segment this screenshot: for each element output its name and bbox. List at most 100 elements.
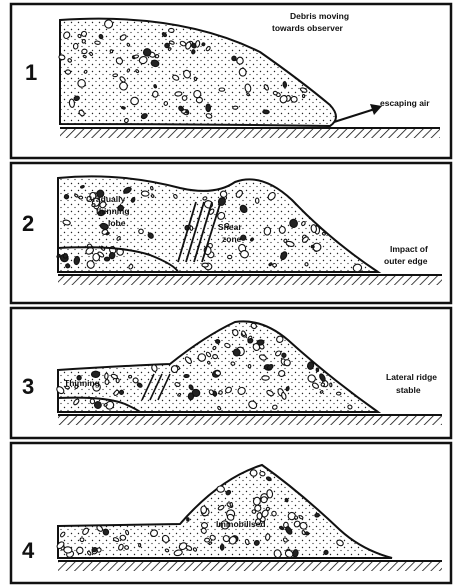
clast <box>239 68 247 77</box>
clast <box>228 255 232 259</box>
clast <box>336 392 340 395</box>
panel-2-ground <box>58 275 442 285</box>
clast <box>184 374 189 377</box>
clast <box>90 399 95 405</box>
clast <box>283 82 287 88</box>
panel-4-label-immobilised: Immobilised <box>216 519 266 529</box>
clast <box>265 534 270 541</box>
clast <box>121 106 125 109</box>
clast <box>202 42 206 46</box>
clast <box>266 489 273 498</box>
panel-3-number: 3 <box>22 374 34 399</box>
panel-1-number: 1 <box>25 60 37 85</box>
clast <box>63 253 68 259</box>
clast <box>104 257 109 261</box>
clast <box>252 509 257 514</box>
clast <box>237 57 243 64</box>
clast <box>110 50 113 53</box>
clast <box>215 339 220 344</box>
clast <box>202 263 208 267</box>
panel-4-ground <box>58 561 442 571</box>
clast <box>311 224 317 232</box>
panel-1-ground <box>60 128 440 138</box>
clast <box>191 49 195 54</box>
clast <box>188 393 193 400</box>
clast <box>248 364 251 368</box>
clast <box>64 194 69 199</box>
clast <box>291 96 297 102</box>
clast <box>194 77 197 81</box>
clast <box>105 379 110 384</box>
clast <box>73 43 78 49</box>
clast <box>206 104 211 112</box>
panel-3-ground <box>58 415 442 425</box>
clast <box>65 263 70 268</box>
clast <box>205 538 210 542</box>
clast <box>263 110 270 114</box>
clast <box>231 361 236 365</box>
panel-1-label-escaping-air: escaping air <box>380 98 430 108</box>
panel-4: 4 Immobilised <box>11 443 451 583</box>
clast <box>95 41 101 45</box>
clast <box>219 88 225 91</box>
clast <box>246 93 249 96</box>
clast <box>279 226 286 233</box>
clast <box>103 529 109 535</box>
clast <box>315 513 320 517</box>
panel-3-label-thinning: Thinning <box>64 378 100 388</box>
clast <box>164 101 168 105</box>
clast <box>233 106 238 109</box>
clast <box>311 245 315 249</box>
clast <box>139 544 141 547</box>
clast <box>212 354 218 359</box>
clast <box>171 365 179 373</box>
clast <box>187 518 190 522</box>
clast <box>220 544 224 550</box>
panel-2-number: 2 <box>22 211 34 236</box>
panel-2: 2 Gradually thinning lobe Shear zone Imp… <box>11 163 451 303</box>
clast <box>262 376 269 380</box>
clast <box>321 382 325 386</box>
clast <box>185 110 188 114</box>
clast <box>304 262 308 266</box>
clast <box>152 91 158 98</box>
clast <box>273 91 278 96</box>
clast <box>94 401 102 409</box>
clast <box>80 537 85 542</box>
clast <box>113 74 118 77</box>
clast <box>150 186 153 190</box>
clast <box>104 373 108 379</box>
clast <box>255 198 259 203</box>
clast <box>79 196 83 199</box>
panel-3: 3 Thinning Lateral ridge stable <box>11 308 451 438</box>
clast <box>233 349 240 356</box>
clast <box>322 232 326 235</box>
clast <box>116 379 119 383</box>
panel-1: 1 Debris moving towards observer escapin… <box>11 4 451 158</box>
clast <box>91 371 99 377</box>
clast <box>219 391 222 395</box>
escaping-air-arrow <box>334 108 378 122</box>
clast <box>217 486 225 493</box>
panel-1-label-top: Debris moving towards observer <box>272 11 351 33</box>
clast <box>169 28 175 32</box>
panel-4-number: 4 <box>22 538 35 563</box>
clast <box>230 502 232 506</box>
clast <box>201 522 208 528</box>
panel-2-label-impact: Impact of outer edge <box>384 244 430 266</box>
clast <box>141 191 149 197</box>
clast <box>153 84 156 88</box>
clast <box>175 91 182 96</box>
clast <box>65 70 70 74</box>
clast <box>294 516 298 520</box>
clast <box>201 506 207 513</box>
clast <box>69 99 75 108</box>
clast <box>82 49 88 54</box>
clast <box>196 97 203 103</box>
clast <box>231 56 236 61</box>
clast <box>190 226 193 230</box>
clast <box>134 55 139 59</box>
panel-3-label-lateral-ridge: Lateral ridge stable <box>386 372 439 395</box>
clast <box>302 94 305 97</box>
